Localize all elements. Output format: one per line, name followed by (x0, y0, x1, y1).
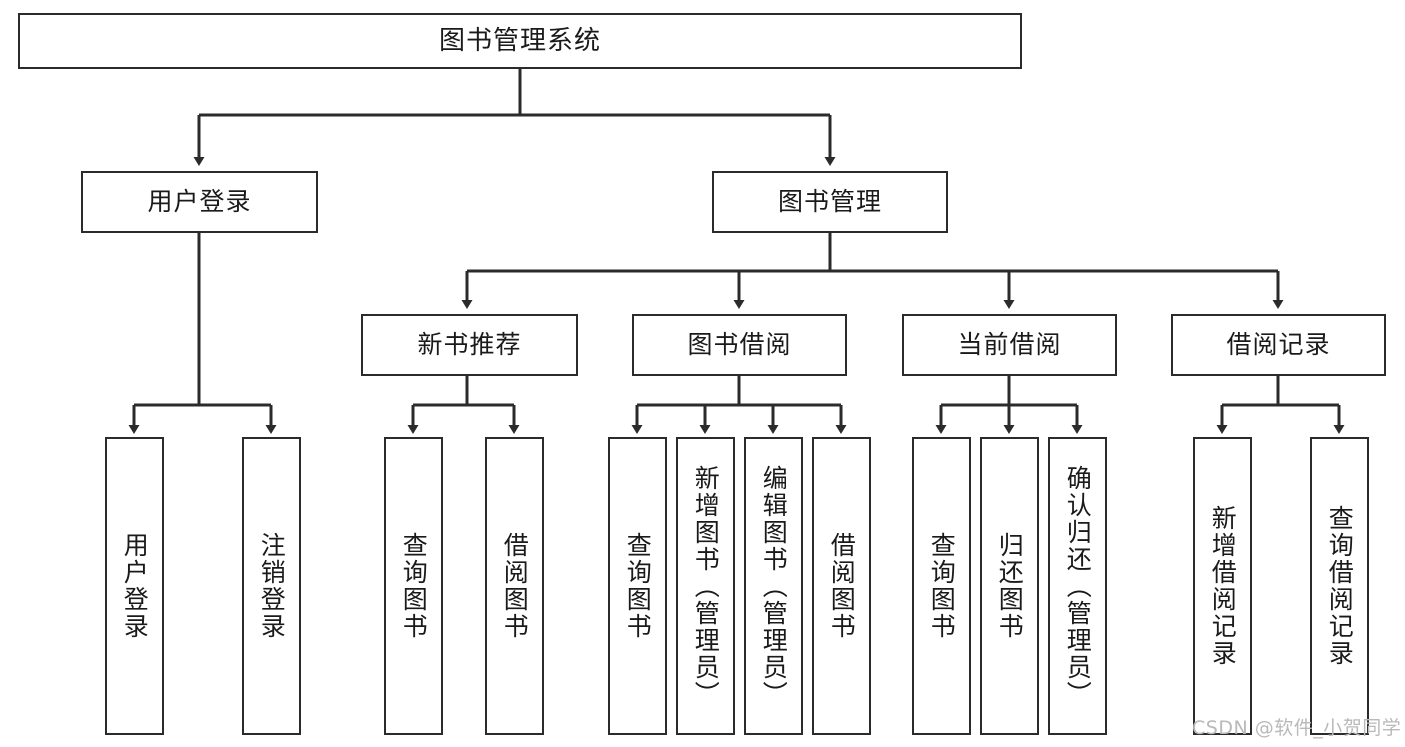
node-label: 查询图书 (927, 532, 957, 640)
node-label: 确认归还（管理员） (1063, 464, 1093, 708)
node-label: 借阅图书 (500, 532, 530, 640)
node-label: 归还图书 (995, 532, 1025, 640)
leaf-query-book-current[interactable]: 查询图书 (912, 437, 971, 735)
node-label: 查询图书 (623, 532, 653, 640)
leaf-add-borrow-record[interactable]: 新增借阅记录 (1193, 437, 1252, 735)
node-new-book-recommend[interactable]: 新书推荐 (361, 314, 578, 376)
leaf-logout-login[interactable]: 注销登录 (242, 437, 301, 735)
node-user-login[interactable]: 用户登录 (81, 171, 318, 233)
leaf-borrow-book[interactable]: 借阅图书 (812, 437, 871, 735)
node-label: 用户登录 (147, 187, 252, 217)
node-book-borrow[interactable]: 图书借阅 (632, 314, 847, 376)
node-label: 查询借阅记录 (1325, 505, 1355, 667)
watermark-text: CSDN @软件_小贺同学 (1192, 717, 1402, 739)
node-borrow-record[interactable]: 借阅记录 (1171, 314, 1386, 376)
node-book-management[interactable]: 图书管理 (712, 171, 948, 233)
leaf-edit-book[interactable]: 编辑图书（管理员） (744, 437, 803, 735)
node-label: 编辑图书（管理员） (759, 464, 789, 708)
node-label: 借阅图书 (827, 532, 857, 640)
node-label: 图书管理系统 (438, 25, 601, 56)
node-root-system[interactable]: 图书管理系统 (18, 13, 1022, 69)
node-label: 注销登录 (257, 532, 287, 640)
leaf-query-book-borrow[interactable]: 查询图书 (608, 437, 667, 735)
leaf-add-book[interactable]: 新增图书（管理员） (676, 437, 735, 735)
node-label: 借阅记录 (1226, 330, 1331, 360)
leaf-query-book-recommend[interactable]: 查询图书 (384, 437, 443, 735)
node-label: 图书管理 (777, 187, 882, 217)
node-label: 用户登录 (120, 532, 150, 640)
node-label: 新书推荐 (417, 330, 522, 360)
leaf-user-login[interactable]: 用户登录 (105, 437, 164, 735)
node-label: 查询图书 (399, 532, 429, 640)
leaf-confirm-return[interactable]: 确认归还（管理员） (1048, 437, 1107, 735)
node-label: 新增借阅记录 (1208, 505, 1238, 667)
leaf-return-book[interactable]: 归还图书 (980, 437, 1039, 735)
node-label: 新增图书（管理员） (691, 464, 721, 708)
node-label: 图书借阅 (687, 330, 792, 360)
node-label: 当前借阅 (957, 330, 1062, 360)
leaf-borrow-book-recommend[interactable]: 借阅图书 (485, 437, 544, 735)
leaf-query-borrow-record[interactable]: 查询借阅记录 (1310, 437, 1369, 735)
node-current-borrow[interactable]: 当前借阅 (902, 314, 1117, 376)
